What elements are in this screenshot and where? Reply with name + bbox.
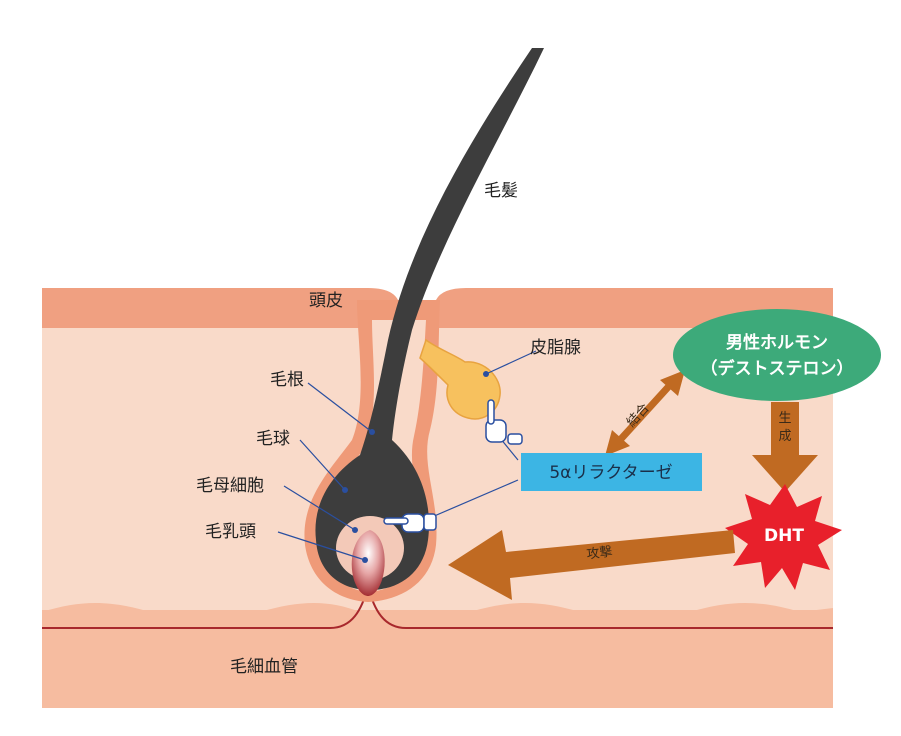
male-hormone-ellipse xyxy=(673,309,881,401)
dermis-wave xyxy=(42,603,833,630)
hair-bulb-label: 毛球 xyxy=(256,429,290,449)
hormone-label-line2: （デストステロン） xyxy=(701,358,854,379)
enzyme-box xyxy=(521,453,702,491)
generate-arrow xyxy=(752,402,818,492)
bind-double-arrow xyxy=(605,370,685,456)
attack-arrow xyxy=(448,530,735,600)
capillaries-label: 毛細血管 xyxy=(230,657,298,677)
hair-shaft xyxy=(315,48,544,590)
dermal-papilla xyxy=(351,530,385,596)
hormone-label-line1: 男性ホルモン xyxy=(726,332,828,353)
dermal-papilla-label: 毛乳頭 xyxy=(205,522,256,542)
generate-label-1: 生 xyxy=(778,411,791,426)
dht-burst xyxy=(725,484,842,590)
sebaceous-gland xyxy=(419,338,501,420)
attack-label: 攻撃 xyxy=(586,544,614,563)
hair-label: 毛髪 xyxy=(484,181,518,201)
pointing-hand-icon xyxy=(485,399,523,445)
leader-dots xyxy=(342,371,489,563)
hair-root-label: 毛根 xyxy=(270,370,304,390)
sebaceous-gland-label: 皮脂腺 xyxy=(530,338,581,358)
generate-label-2: 成 xyxy=(778,429,791,444)
hair-matrix-label: 毛母細胞 xyxy=(196,476,264,496)
dht-label: DHT xyxy=(764,526,804,546)
pointing-hand-icon xyxy=(383,513,437,533)
enzyme-label: 5αリラクターゼ xyxy=(549,463,672,483)
scalp-label: 頭皮 xyxy=(309,291,343,311)
